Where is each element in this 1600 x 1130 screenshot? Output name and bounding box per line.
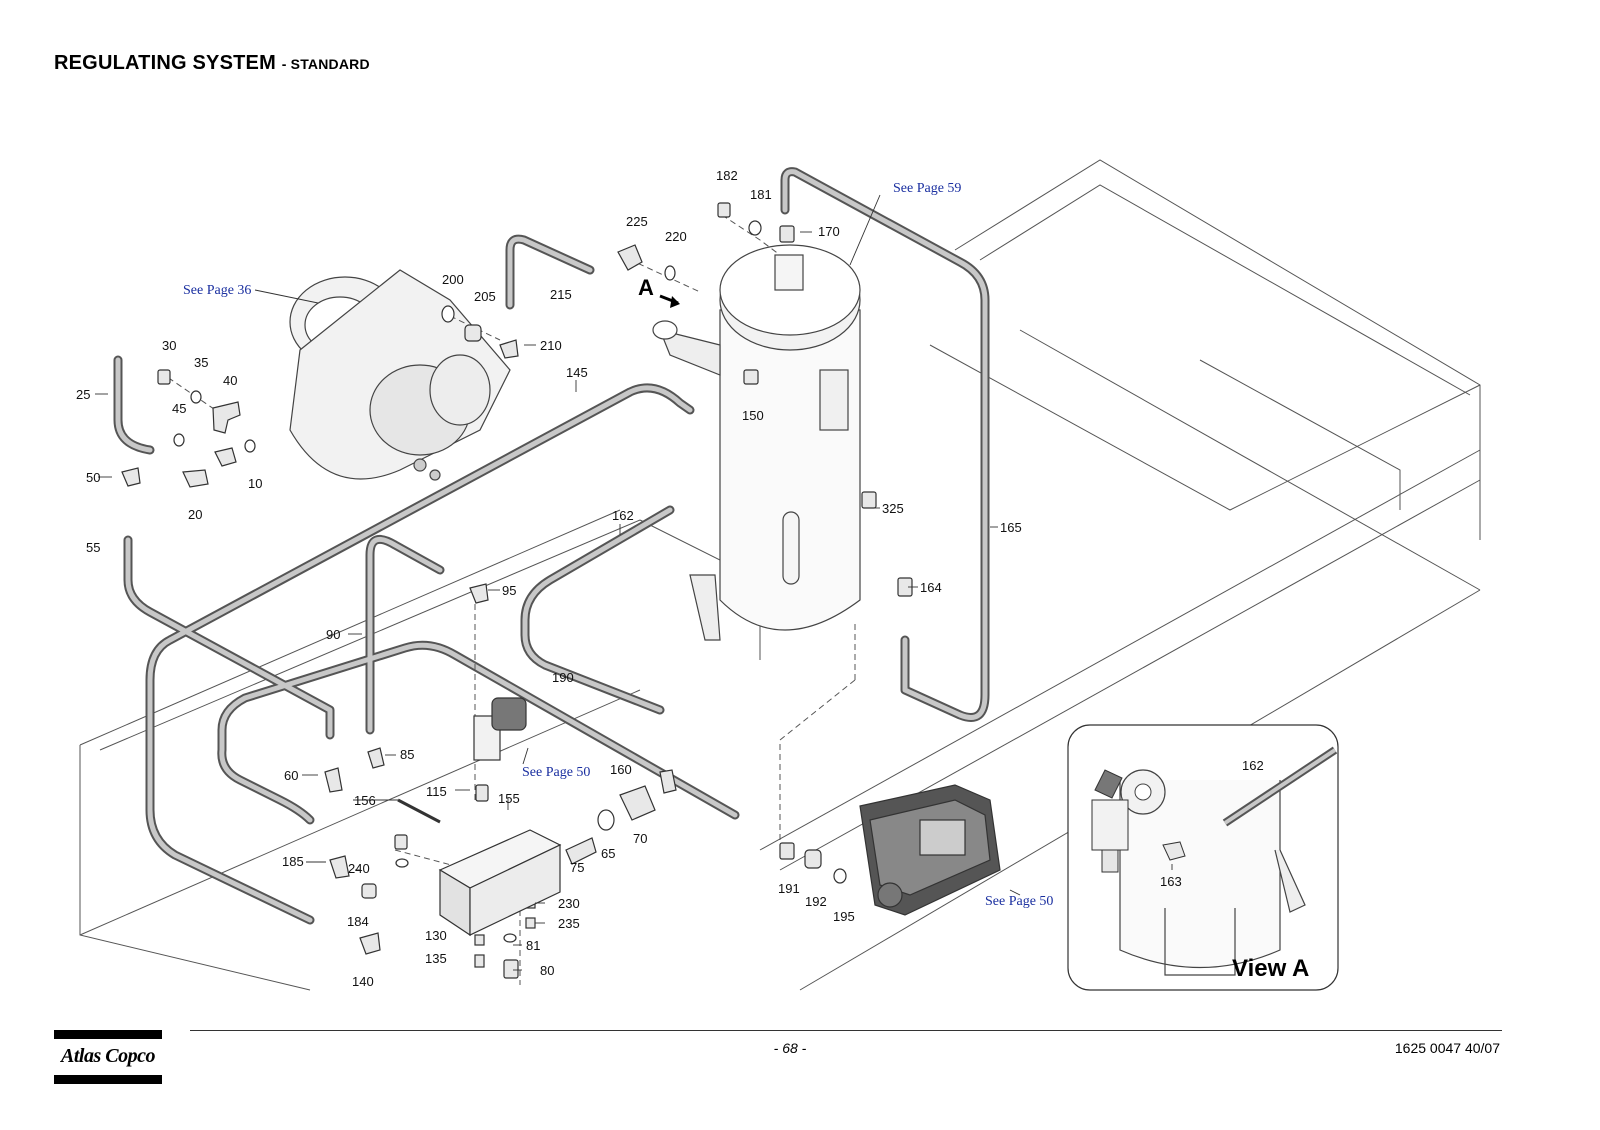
compressor-element — [289, 269, 511, 481]
part-label-130: 130 — [425, 928, 447, 943]
part-label-65: 65 — [601, 846, 615, 861]
logo-top-bar — [54, 1030, 162, 1039]
part-label-210: 210 — [540, 338, 562, 353]
part-label-181: 181 — [750, 187, 772, 202]
part-labels: 182 181 170 225 220 200 205 215 210 30 3… — [76, 168, 1264, 989]
part-label-182: 182 — [716, 168, 738, 183]
part-label-215: 215 — [550, 287, 572, 302]
part-label-145: 145 — [566, 365, 588, 380]
part-label-192: 192 — [805, 894, 827, 909]
part-label-225: 225 — [626, 214, 648, 229]
part-label-160: 160 — [610, 762, 632, 777]
part-label-10: 10 — [248, 476, 262, 491]
view-a-title: View A — [1232, 955, 1309, 982]
logo-text: Atlas Copco — [61, 1045, 155, 1067]
part-label-81: 81 — [526, 938, 540, 953]
arrow-head-icon — [670, 296, 680, 308]
part-label-95: 95 — [502, 583, 516, 598]
footer-divider — [190, 1030, 1502, 1031]
document-number: 1625 0047 40/07 — [1394, 1040, 1500, 1056]
part-label-35: 35 — [194, 355, 208, 370]
part-label-240: 240 — [348, 861, 370, 876]
part-label-165: 165 — [1000, 520, 1022, 535]
page-title-main: REGULATING SYSTEM — [54, 52, 276, 74]
part-label-30: 30 — [162, 338, 176, 353]
part-label-45: 45 — [172, 401, 186, 416]
page-number: - 68 - — [773, 1040, 807, 1056]
pipework-inner — [115, 169, 988, 923]
part-label-40: 40 — [223, 373, 237, 388]
part-label-20: 20 — [188, 507, 202, 522]
part-label-170: 170 — [818, 224, 840, 239]
part-label-140: 140 — [352, 974, 374, 989]
part-label-205: 205 — [474, 289, 496, 304]
part-label-50: 50 — [86, 470, 100, 485]
part-label-60: 60 — [284, 768, 298, 783]
part-label-235: 235 — [558, 916, 580, 931]
fittings — [121, 202, 913, 979]
air-receiver-vessel — [652, 244, 861, 641]
part-label-155: 155 — [498, 791, 520, 806]
part-label-25: 25 — [76, 387, 90, 402]
page-references[interactable]: See Page 59 See Page 36 See Page 50 See … — [183, 181, 1053, 909]
see-page-50-link-solenoid[interactable]: See Page 50 — [522, 765, 590, 780]
logo-bottom-bar — [54, 1075, 162, 1084]
part-label-220: 220 — [665, 229, 687, 244]
part-label-80: 80 — [540, 963, 554, 978]
part-label-162: 162 — [612, 508, 634, 523]
view-a-arrow[interactable]: A — [638, 275, 680, 308]
view-a-inset — [1067, 724, 1339, 991]
leader-lines — [95, 194, 1173, 971]
part-label-85: 85 — [400, 747, 414, 762]
part-label-185: 185 — [282, 854, 304, 869]
part-label-162-view-a: 162 — [1242, 758, 1264, 773]
part-label-75: 75 — [570, 860, 584, 875]
atlas-copco-logo: Atlas Copco — [54, 1030, 162, 1084]
part-label-325: 325 — [882, 501, 904, 516]
part-label-115: 115 — [426, 784, 447, 799]
page-title-sub: - STANDARD — [281, 56, 370, 72]
part-label-90: 90 — [326, 627, 340, 642]
part-label-163: 163 — [1160, 874, 1182, 889]
part-label-135: 135 — [425, 951, 447, 966]
view-a-arrow-letter: A — [638, 275, 654, 300]
solenoid-valve — [473, 697, 527, 761]
part-label-70: 70 — [633, 831, 647, 846]
part-label-184: 184 — [347, 914, 369, 929]
see-page-36-link[interactable]: See Page 36 — [183, 283, 251, 298]
see-page-59-link[interactable]: See Page 59 — [893, 181, 961, 196]
part-label-150: 150 — [742, 408, 764, 423]
part-label-195: 195 — [833, 909, 855, 924]
part-label-200: 200 — [442, 272, 464, 287]
part-label-191: 191 — [778, 881, 800, 896]
part-label-55: 55 — [86, 540, 100, 555]
controller-module — [859, 784, 1001, 916]
part-label-156: 156 — [354, 793, 376, 808]
page-title: REGULATING SYSTEM - STANDARD — [54, 52, 370, 75]
part-label-190: 190 — [552, 670, 574, 685]
manifold-block — [438, 829, 562, 937]
see-page-50-link-controller[interactable]: See Page 50 — [985, 894, 1053, 909]
part-label-164: 164 — [920, 580, 942, 595]
part-label-230: 230 — [558, 896, 580, 911]
